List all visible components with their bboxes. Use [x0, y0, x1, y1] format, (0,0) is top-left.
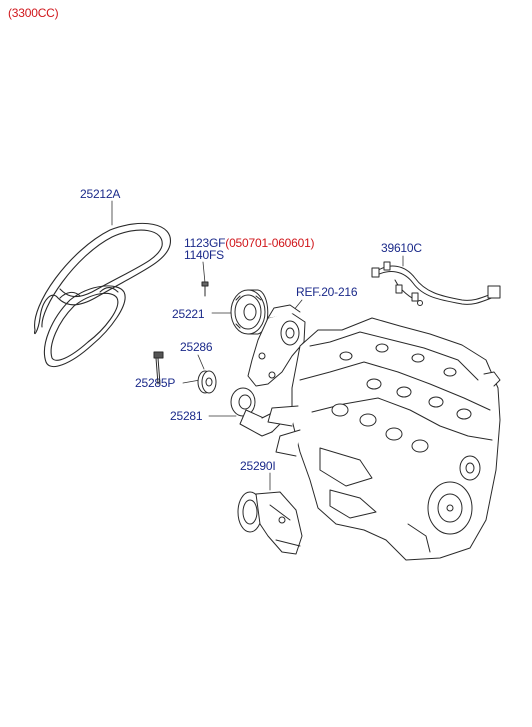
tensioner-pulley — [197, 370, 217, 394]
lower-pulley-bracket — [237, 491, 303, 555]
callout-tensioner-pulley[interactable]: 25286 — [180, 340, 213, 354]
date-range-label: (050701-060601) — [225, 236, 315, 250]
callout-reference[interactable]: REF.20-216 — [296, 285, 358, 299]
bolt-number: 1123GF — [184, 236, 226, 250]
callout-pump-bracket[interactable]: 25290I — [240, 459, 276, 473]
callout-belt[interactable]: 25212A — [80, 187, 121, 201]
tensioner-bolt-part — [153, 351, 164, 385]
callout-tensioner-assembly[interactable]: 25281 — [170, 409, 203, 423]
callout-sensor-harness[interactable]: 39610C — [381, 241, 422, 255]
callout-bolt-1140fs[interactable]: 1140FS — [184, 248, 224, 262]
callout-tensioner-bolt[interactable]: 25285P — [135, 376, 176, 390]
sensor-harness-part — [371, 261, 501, 306]
pump-bracket-part — [247, 304, 306, 387]
engine-block — [267, 317, 501, 561]
callout-bolt-1123gf[interactable]: 1123GF(050701-060601) — [184, 236, 315, 250]
callout-idler-pulley[interactable]: 25221 — [172, 307, 205, 321]
drive-belt — [34, 222, 171, 367]
engine-code-label: (3300CC) — [8, 6, 59, 20]
idler-pulley — [230, 289, 269, 335]
leader-lines — [111, 200, 404, 491]
bolt-part — [201, 281, 209, 297]
